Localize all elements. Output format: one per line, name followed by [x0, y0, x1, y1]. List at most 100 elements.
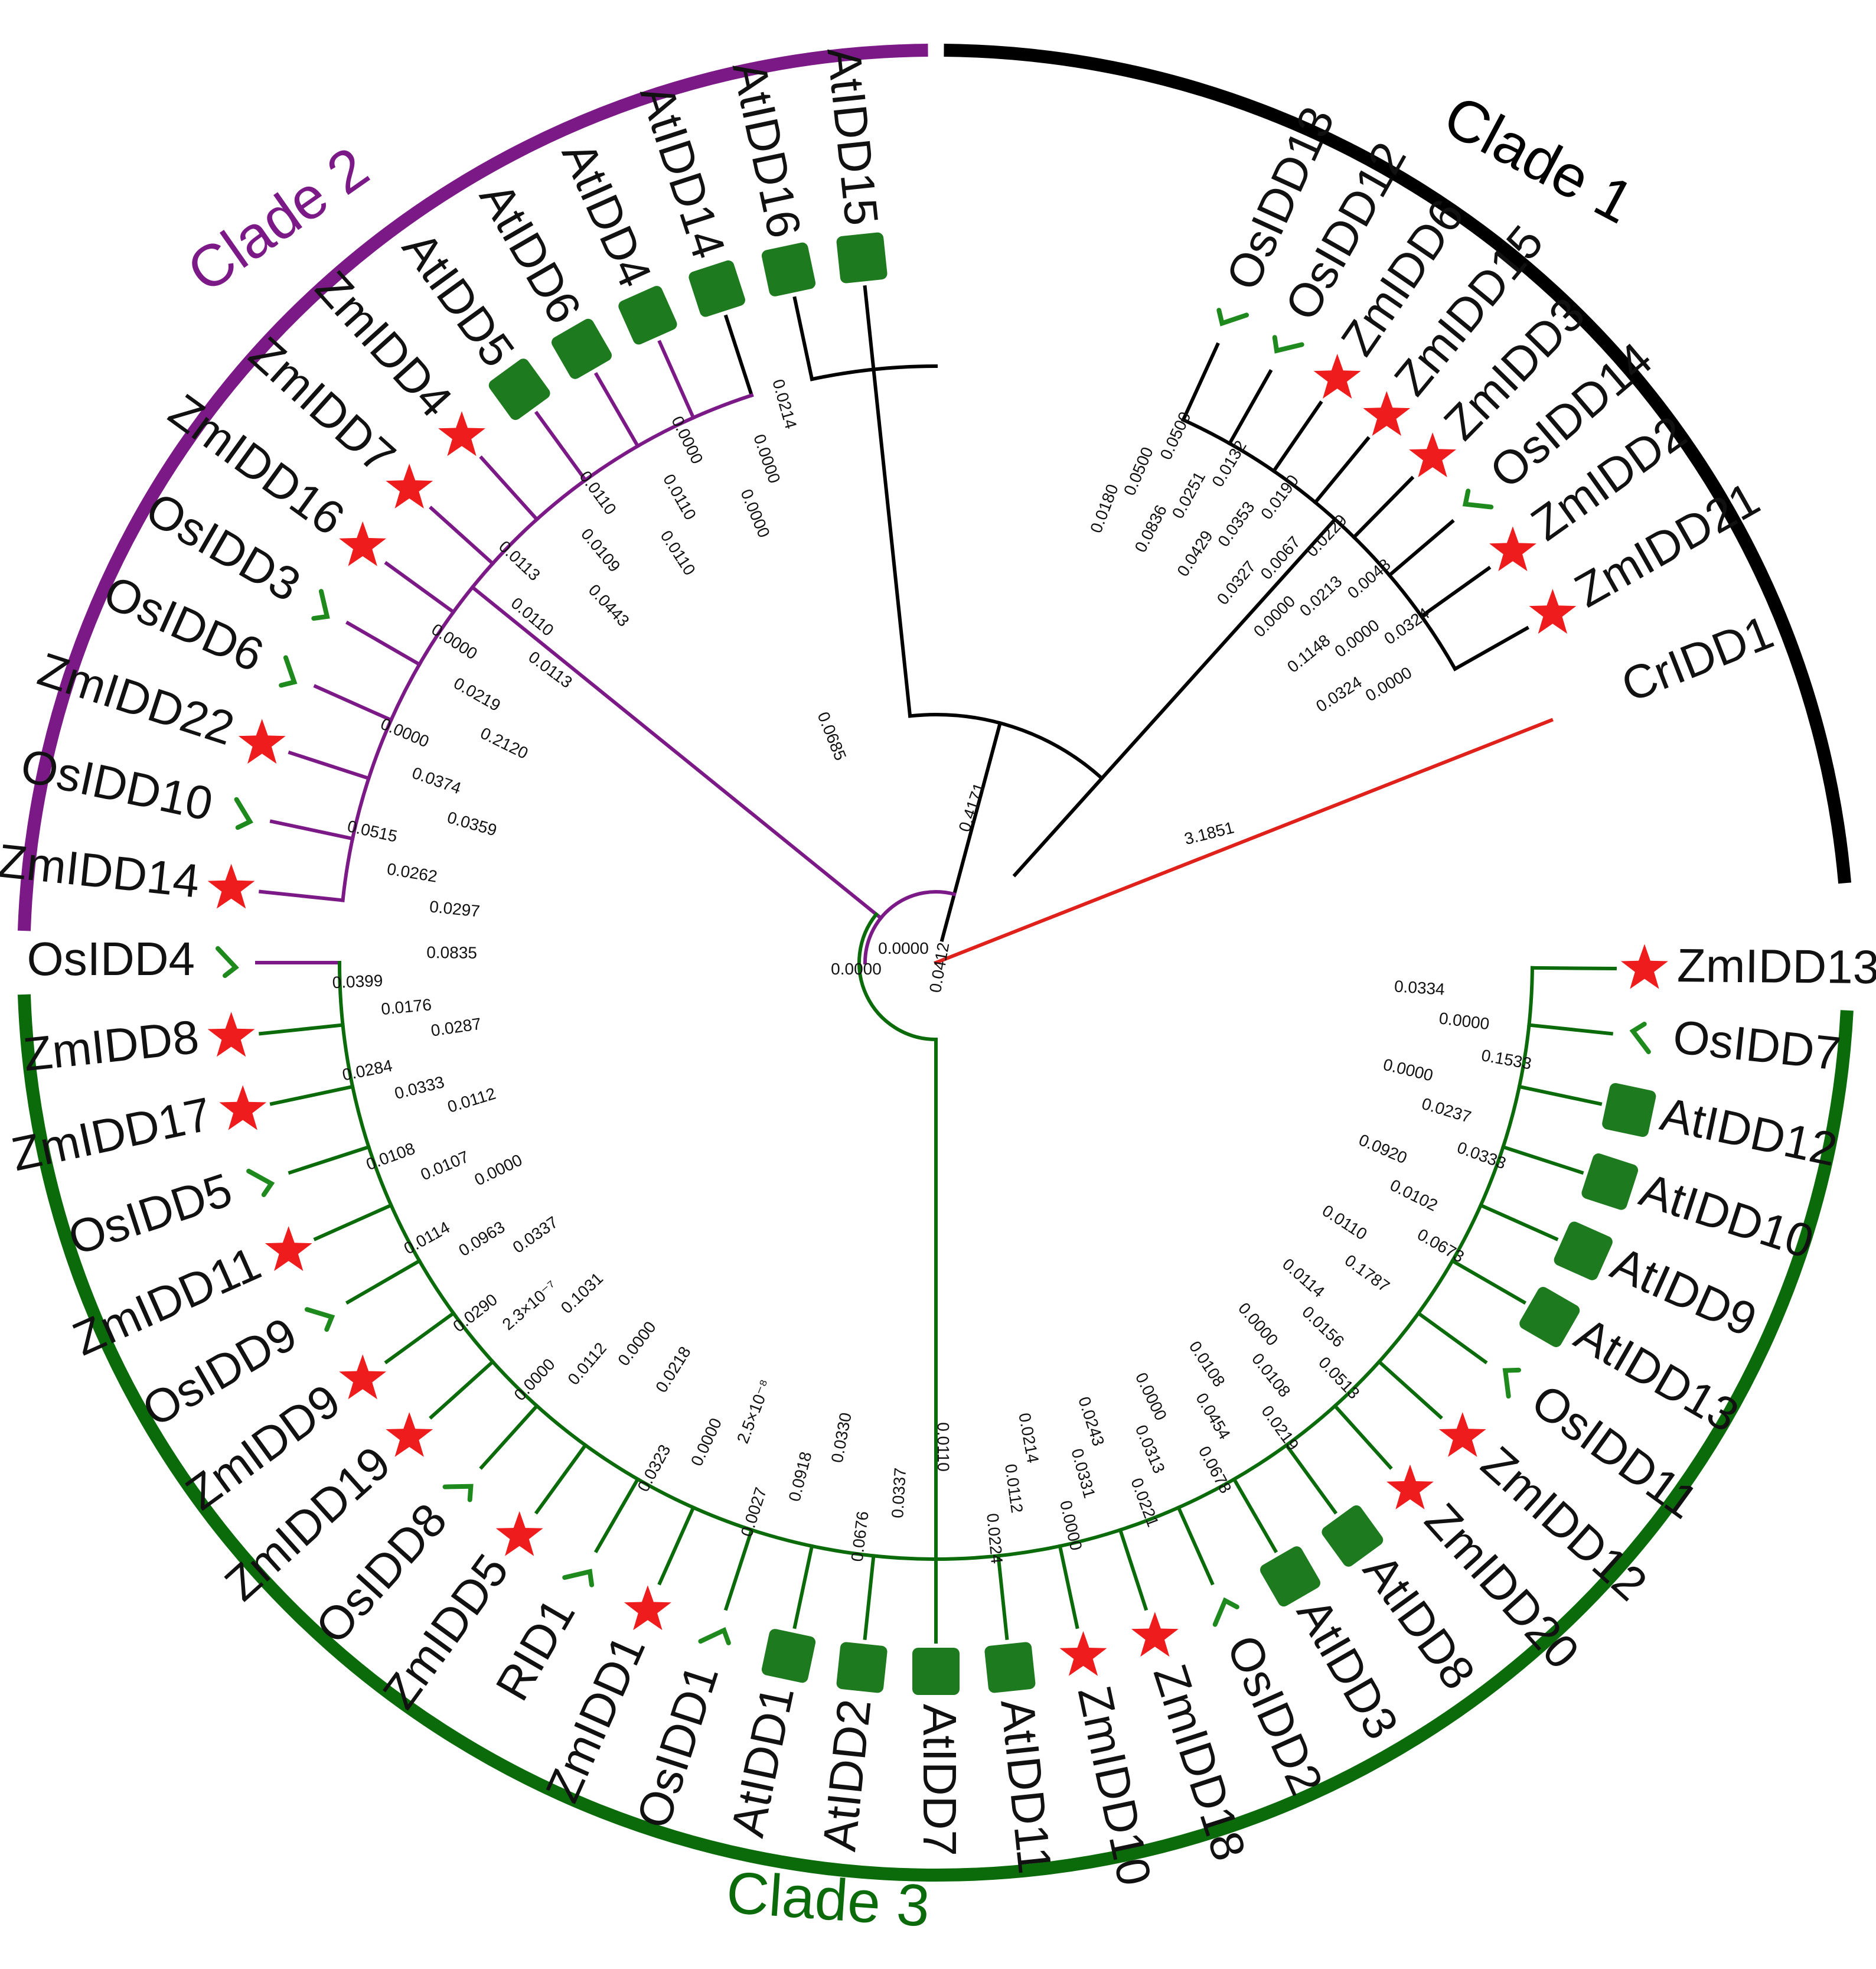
leaf-label-atidd16: AtIDD16	[723, 57, 811, 242]
branch-length-root-to-clade3: 0.0412	[926, 941, 952, 994]
root-arc-clade3	[857, 911, 938, 1042]
branch-length-label: 0.2120	[478, 723, 531, 762]
branch-zmidd10	[1058, 1544, 1079, 1629]
branch-length-label: 0.0113	[495, 537, 544, 584]
clade2-stem	[469, 585, 883, 921]
green-check-icon	[279, 655, 298, 688]
leaf-label-osidd4: OsIDD4	[27, 933, 195, 985]
branch-osidd2	[1176, 1505, 1215, 1586]
branch-length-label: 0.0237	[1420, 1094, 1473, 1126]
branch-atidd9	[1478, 1202, 1559, 1241]
branch-length-label: 0.0399	[332, 972, 383, 992]
branch-zmidd14	[259, 889, 345, 902]
green-check-icon	[246, 1168, 275, 1197]
branch-length-label: 0.0000	[1362, 663, 1415, 705]
branch-length-label: 0.0836	[1131, 502, 1171, 555]
branch-length-label: 0.0000	[1438, 1009, 1490, 1033]
branch-osidd12	[1227, 369, 1273, 446]
green-check-icon	[442, 1484, 474, 1502]
branch-length-label: 0.0107	[418, 1148, 472, 1184]
branch-length-label: 0.0287	[430, 1015, 482, 1040]
leaf-label-osidd7: OsIDD7	[1671, 1010, 1843, 1080]
red-star-icon	[1409, 432, 1456, 478]
leaf-label-atidd1: AtIDD1	[721, 1681, 804, 1841]
branch-atidd8	[1284, 1442, 1338, 1515]
leaf-label-zmidd13: ZmIDD13	[1677, 939, 1876, 993]
branch-length-label: 0.0333	[393, 1072, 446, 1103]
branch-length-label: 0.0176	[380, 995, 432, 1018]
red-star-icon	[1386, 1464, 1434, 1510]
branch-length-label: 0.0102	[1387, 1176, 1440, 1215]
branch-atidd13	[1450, 1258, 1527, 1305]
branch-length-label: 0.0109	[578, 525, 624, 576]
branch-length-label: 0.0673	[1414, 1225, 1467, 1266]
red-star-icon	[495, 1511, 543, 1556]
branch-length-label: 2.3×10⁻⁷	[499, 1277, 561, 1334]
branch-zmidd17	[269, 1084, 355, 1106]
branch-length-label: 0.0327	[1213, 558, 1260, 608]
branch-length-label: 0.0000	[614, 1318, 660, 1370]
branch-osidd6	[313, 684, 394, 723]
branch-osidd11	[1415, 1311, 1488, 1365]
branch-length-label: 0.0359	[445, 808, 499, 839]
branch-length-label: 0.0000	[737, 487, 773, 540]
leaf-label-atidd2: AtIDD2	[813, 1697, 880, 1854]
branch-length-label: 0.0330	[828, 1411, 855, 1464]
red-star-icon	[438, 411, 485, 457]
green-square-icon	[1602, 1083, 1656, 1137]
branch-zmidd6	[1271, 400, 1323, 474]
branch-length-label: 0.0190	[1257, 471, 1302, 523]
clade1-root-stem	[939, 721, 1003, 943]
branch-length-label: 0.0290	[449, 1290, 501, 1336]
branch-osidd5	[288, 1145, 371, 1175]
branch-length-label: 0.0110	[934, 1422, 952, 1472]
branch-length-label: 0.0297	[429, 897, 481, 920]
branch-length-label: 0.0110	[660, 471, 700, 523]
branch-osidd8	[479, 1403, 540, 1470]
red-star-icon	[265, 1226, 312, 1272]
branch-length-label: 0.0108	[1186, 1338, 1229, 1390]
branch-length-label: 0.0251	[1169, 468, 1209, 521]
branch-length-label: 0.0334	[1394, 977, 1445, 998]
green-check-icon	[304, 1307, 335, 1332]
branch-length-label: 0.0114	[1279, 1255, 1328, 1301]
branch-atidd6	[593, 371, 641, 449]
leaf-label-osidd5: OsIDD5	[62, 1163, 238, 1265]
branch-cridd1	[934, 718, 1554, 965]
branch-length-label: 0.0353	[1214, 498, 1258, 550]
red-star-icon	[1621, 944, 1668, 989]
root-arc-clade2	[863, 890, 957, 965]
branch-length-label: 0.0027	[738, 1485, 771, 1539]
branch-length-label: 0.0429	[1173, 527, 1216, 580]
green-square-icon	[761, 242, 816, 296]
branch-length-label: 0.0110	[657, 527, 699, 579]
branch-length-label: 0.0113	[525, 647, 576, 692]
branch-length-label: 0.0108	[1248, 1349, 1294, 1400]
branch-osidd7	[1527, 1023, 1613, 1036]
branch-length-label: 0.0000	[1332, 616, 1383, 661]
branch-length-label: 0.0000	[1381, 1055, 1435, 1085]
branch-zmidd18	[1118, 1527, 1149, 1611]
green-square-icon	[836, 232, 888, 283]
red-star-icon	[1438, 1412, 1486, 1457]
branch-length-label: 0.0454	[1192, 1390, 1234, 1442]
branch-length-label: 0.0000	[1132, 1370, 1170, 1423]
branch-osidd14	[1386, 519, 1455, 578]
branch-length-label: 0.0500	[1120, 444, 1157, 498]
branch-length-label: 0.0000	[472, 1150, 526, 1189]
green-check-icon	[311, 589, 330, 621]
branch-atidd5	[534, 410, 588, 483]
leaf-label-atidd7: AtIDD7	[913, 1704, 966, 1856]
branch-length-label: 0.1787	[1342, 1251, 1393, 1296]
green-square-icon	[689, 260, 745, 317]
clade1-subtree-arc	[1180, 417, 1458, 671]
clade1-stem	[1012, 517, 1338, 878]
branch-length-label: 0.0000	[1250, 592, 1298, 640]
branch-length-label: 0.0443	[585, 581, 633, 630]
branch-osidd13	[1180, 342, 1220, 422]
branch-atidd12	[1517, 1084, 1603, 1106]
branch-length-label: 0.0229	[1303, 511, 1350, 560]
branch-length-root-to-crIDD1: 3.1851	[1182, 818, 1236, 848]
